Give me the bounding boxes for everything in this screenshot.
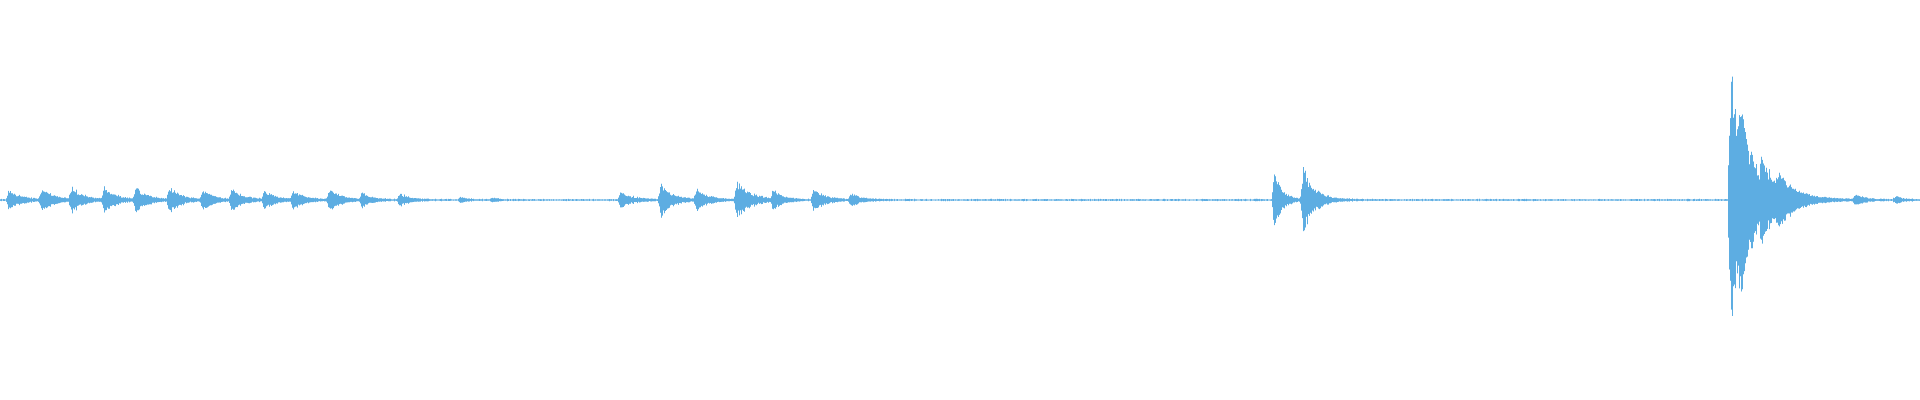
waveform-samples [0,76,1920,316]
waveform-trace [0,76,1920,316]
